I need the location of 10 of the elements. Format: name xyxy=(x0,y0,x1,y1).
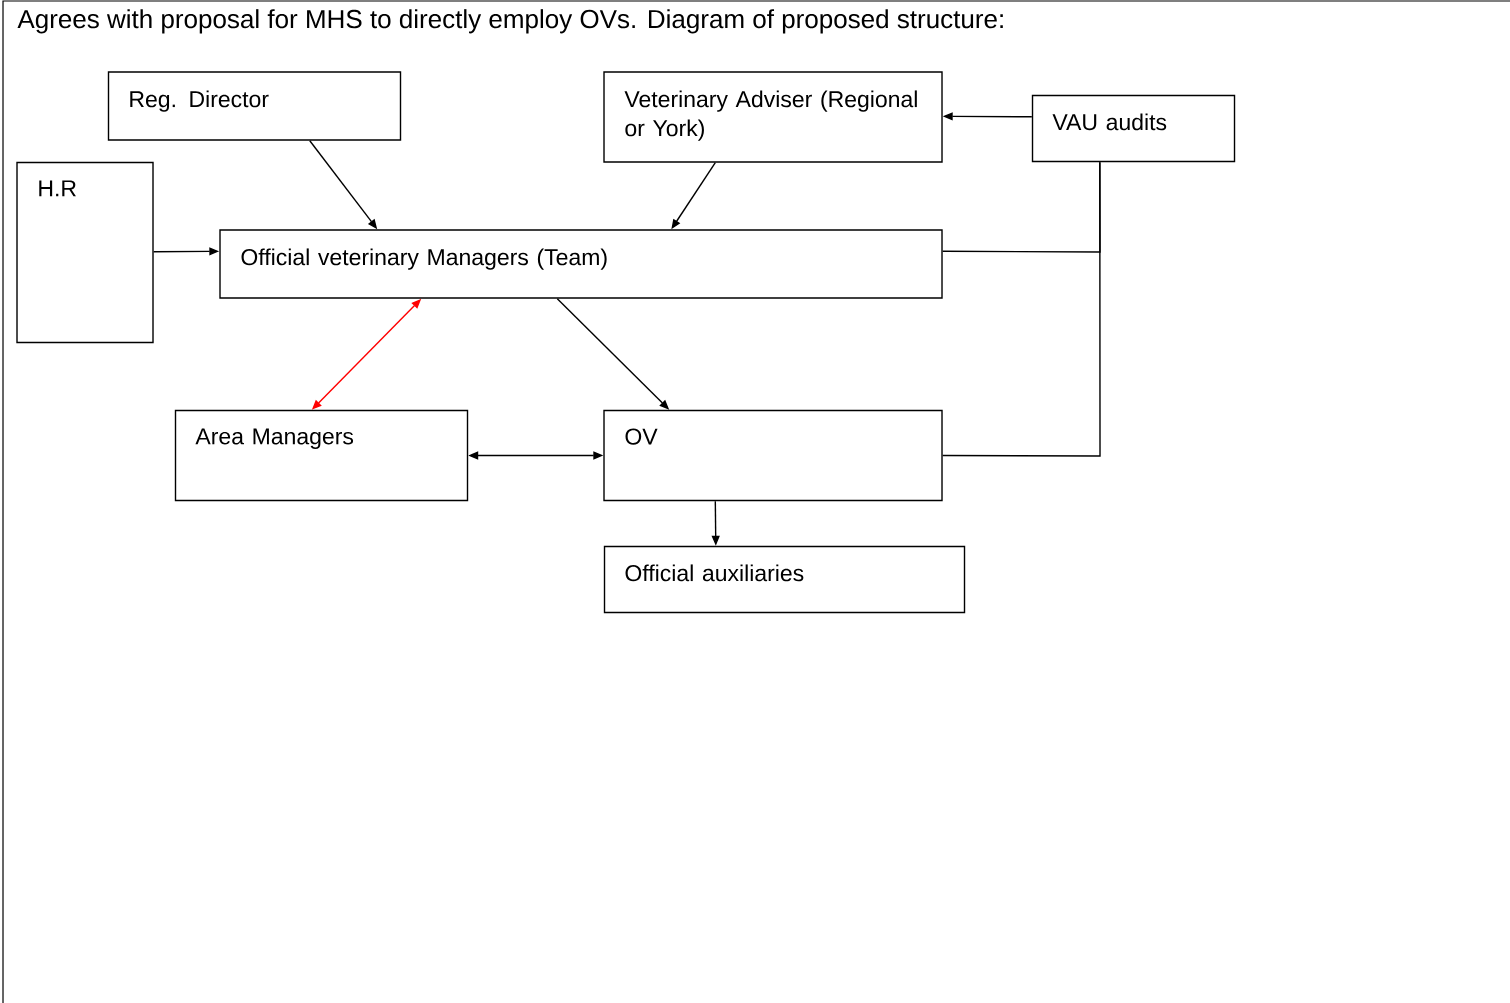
process-box: H.R xyxy=(16,161,154,344)
process-box: OV xyxy=(603,409,943,502)
process-box: VAU audits xyxy=(1031,94,1236,163)
process-box: Official veterinary Managers (Team) xyxy=(219,229,943,299)
heading: Agrees with proposal for MHS to directly employ OVs. Diagram of proposed structure: xyxy=(17,9,1003,34)
process-box: Official auxiliaries xyxy=(603,545,966,614)
process-box: Reg. Director xyxy=(107,71,402,141)
process-box: Veterinary Adviser (Regional or York) xyxy=(603,71,943,163)
connector-line xyxy=(942,161,1101,457)
process-box: Area Managers xyxy=(174,409,469,502)
